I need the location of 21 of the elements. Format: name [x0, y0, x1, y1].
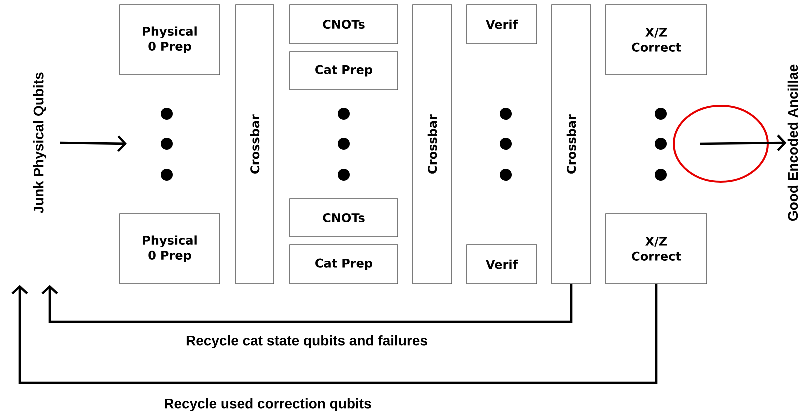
process-box: Verif: [466, 244, 538, 284]
crossbar-box: Crossbar: [552, 4, 592, 284]
process-box: Physical 0 Prep: [120, 214, 220, 284]
arrow: [700, 134, 787, 152]
crossbar-box: Crossbar: [236, 4, 274, 284]
arrow: [12, 284, 658, 384]
process-box: Verif: [466, 4, 538, 44]
process-box: Cat Prep: [290, 52, 398, 90]
arrow: [60, 136, 127, 152]
arrow: [42, 284, 573, 324]
edge-label: Recycle cat state qubits and failures: [185, 334, 429, 350]
process-box: CNOTs: [290, 198, 398, 238]
process-box: CNOTs: [290, 4, 398, 44]
crossbar-box: Crossbar: [412, 4, 452, 284]
edge-label: Recycle used correction qubits: [163, 397, 373, 413]
process-box: Physical 0 Prep: [120, 4, 220, 76]
process-box: Cat Prep: [290, 244, 398, 284]
process-box: X/Z Correct: [606, 214, 708, 284]
side-label: Junk Physical Qubits: [33, 72, 47, 214]
process-box: X/Z Correct: [606, 4, 708, 76]
side-label: Good Encoded Ancillae: [788, 64, 798, 221]
